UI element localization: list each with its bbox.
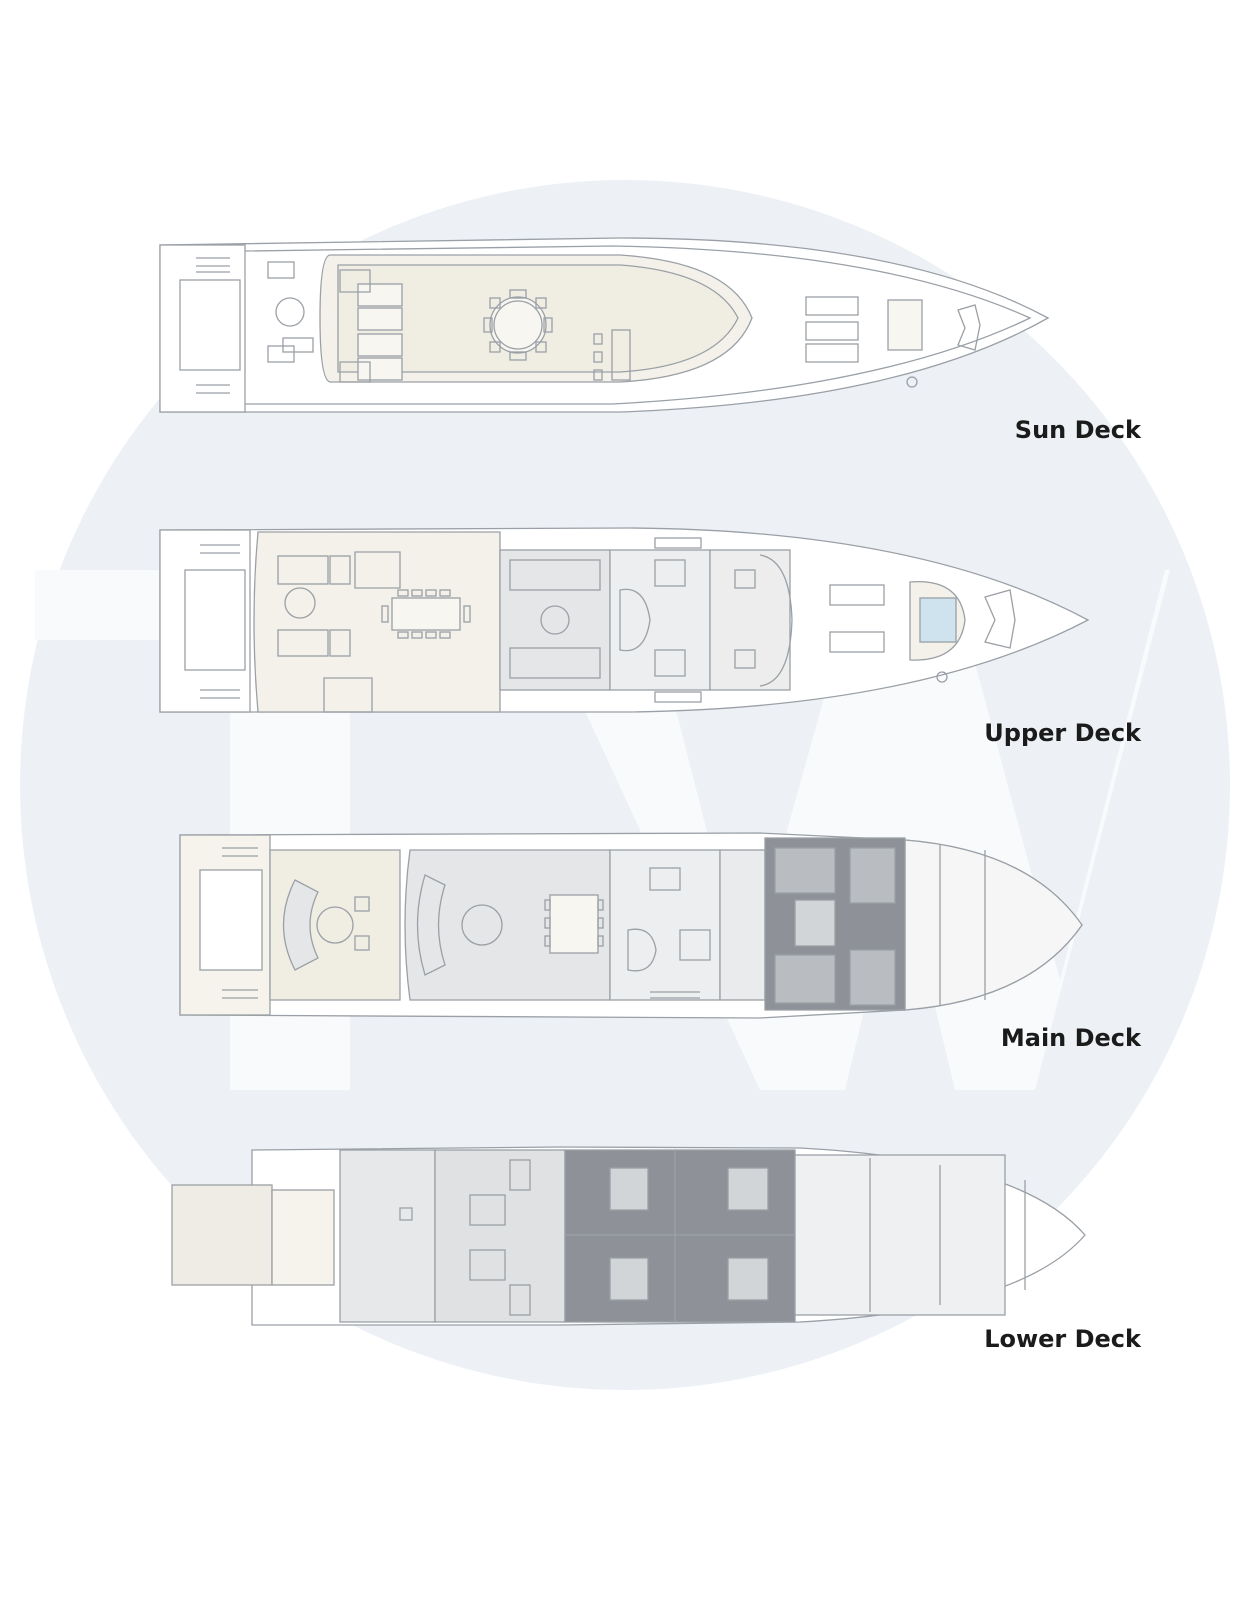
main-deck-plan — [179, 832, 1083, 1019]
engine-room — [434, 1149, 566, 1323]
lower-deck-label: Lower Deck — [984, 1325, 1141, 1353]
main-service-corridor — [719, 849, 766, 1001]
upper-aft-deck — [253, 531, 501, 713]
main-galley — [609, 849, 721, 1001]
upper-deck-aft-platform — [159, 529, 251, 713]
jacuzzi-pool — [919, 597, 957, 643]
sun-helm-console — [887, 299, 923, 351]
sun-deck-plan — [159, 237, 1050, 413]
upper-deck-plan — [159, 527, 1090, 713]
upper-dining-table — [381, 589, 471, 639]
sun-bow-seat — [957, 304, 981, 351]
upper-bow-seat — [984, 589, 1016, 649]
upper-salon — [499, 549, 611, 691]
upper-bow-loungers — [829, 584, 885, 653]
main-salon — [404, 849, 611, 1001]
sun-bow-loungers — [805, 296, 859, 363]
lower-deck-plan — [171, 1146, 1086, 1326]
owner-bed — [794, 899, 836, 947]
round-dining-table — [483, 289, 553, 361]
sun-deck-label: Sun Deck — [1014, 416, 1141, 444]
sun-loungers — [357, 283, 403, 381]
upper-service-block — [609, 549, 711, 691]
upper-deck-label: Upper Deck — [984, 719, 1141, 747]
lower-garage — [339, 1149, 436, 1323]
crew-quarters — [794, 1154, 1006, 1316]
upper-bridge — [709, 549, 791, 691]
main-dining-table — [544, 894, 604, 954]
main-aft-sofa — [282, 879, 319, 971]
sun-deck-aft-platform — [159, 244, 246, 413]
main-deck-label: Main Deck — [1000, 1024, 1141, 1052]
swim-platform — [171, 1184, 273, 1286]
